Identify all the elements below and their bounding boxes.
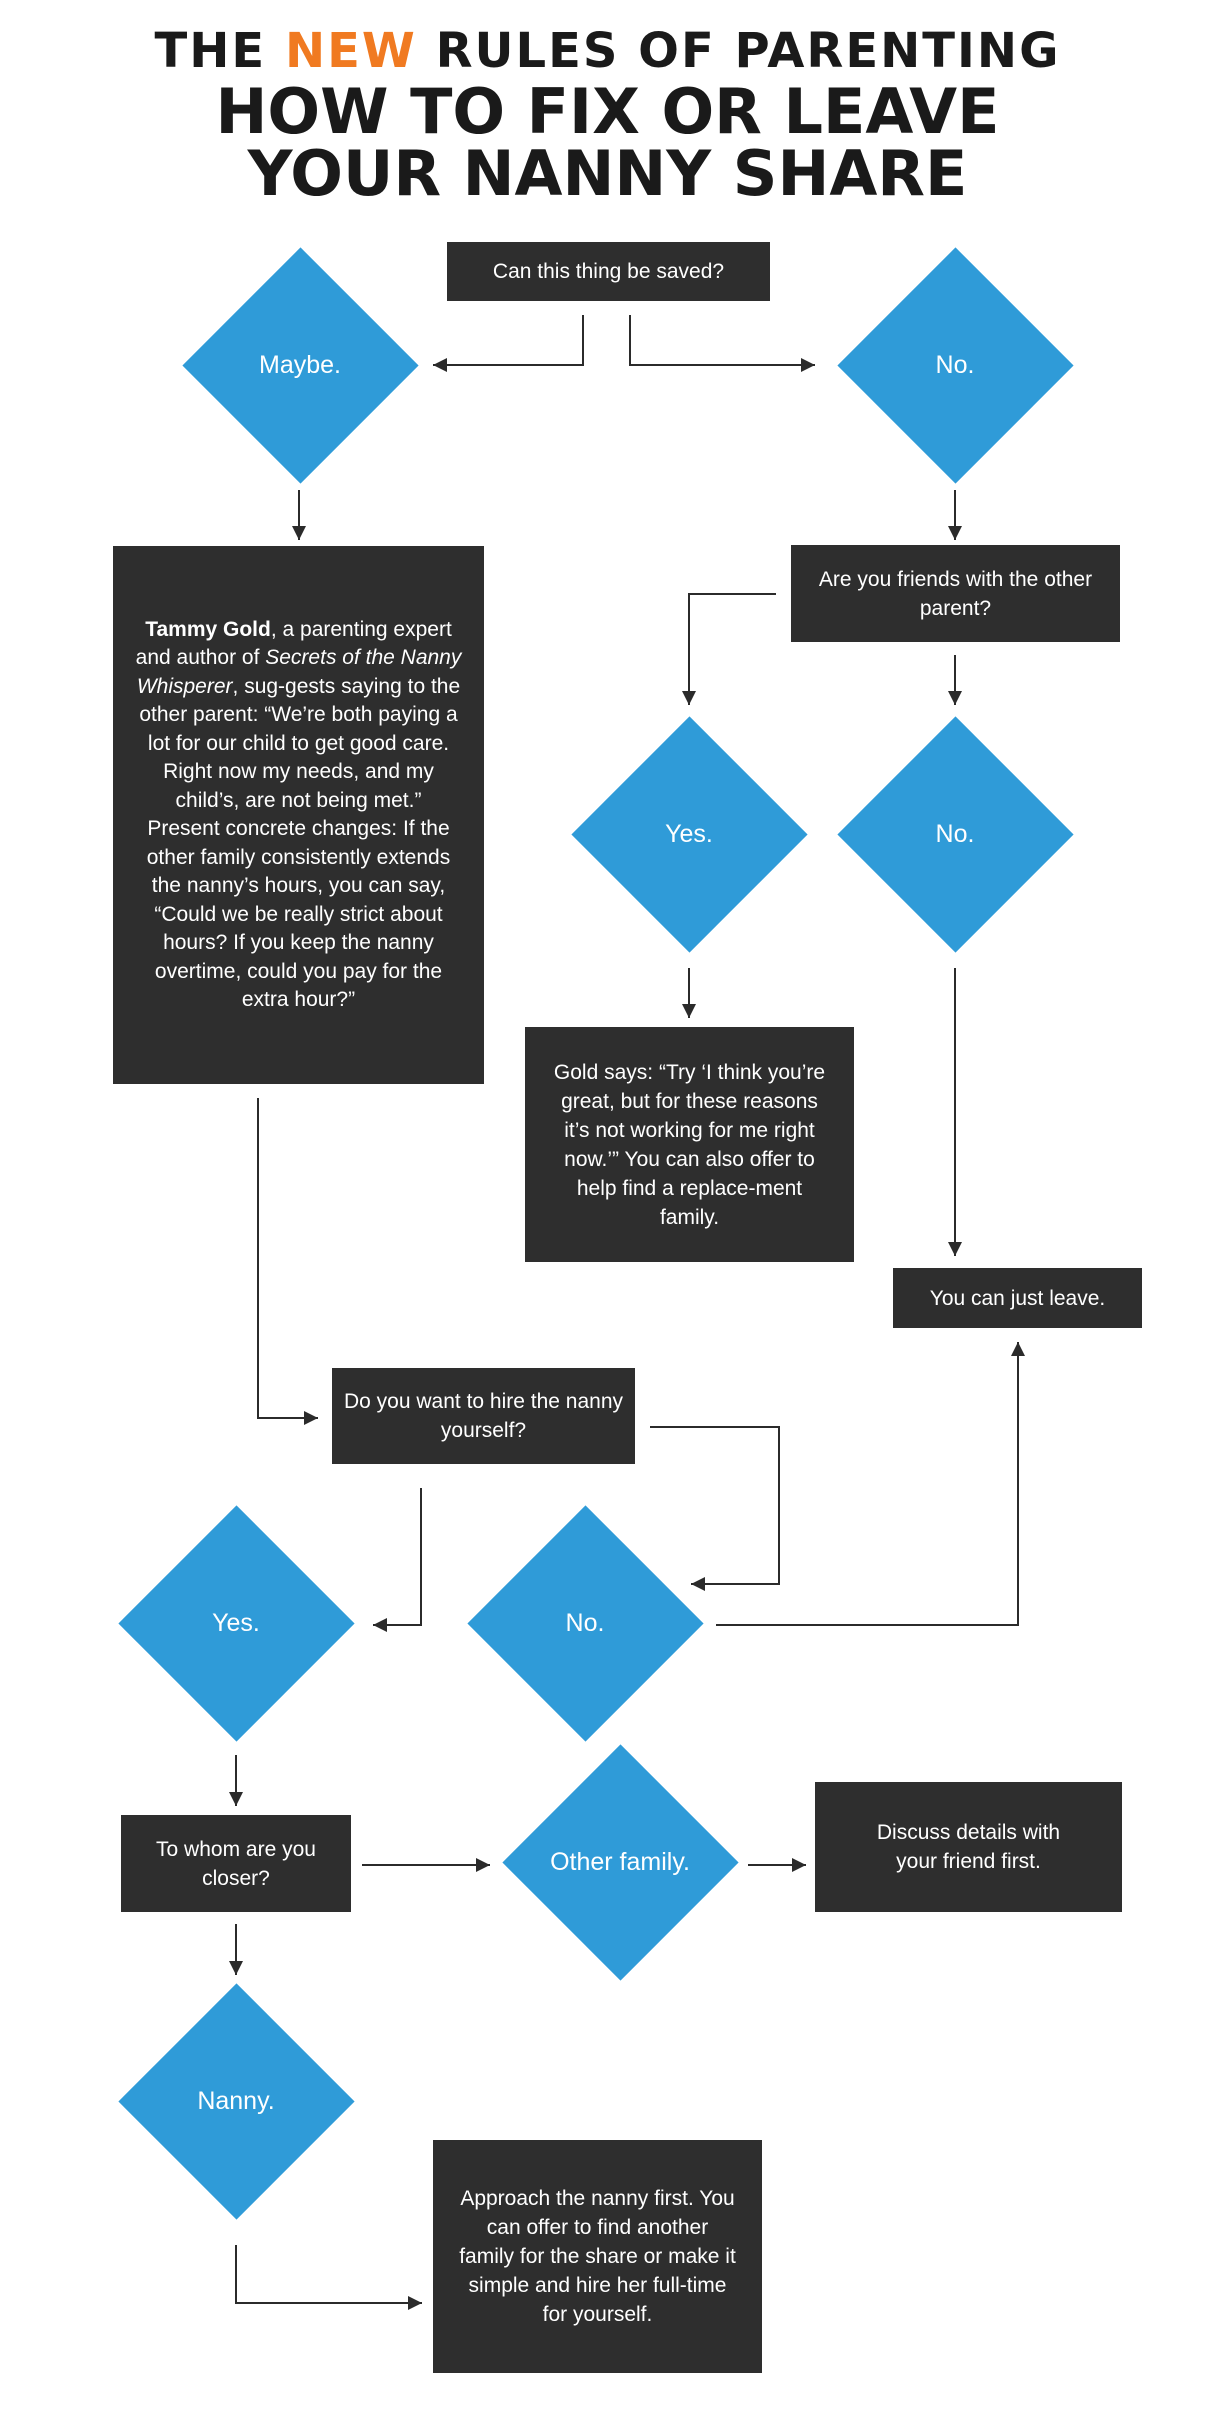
connector-closer-to-other <box>362 1858 490 1872</box>
connector-no-to-just-leave <box>948 968 962 1256</box>
closer-question-box: To whom are you closer? <box>121 1815 351 1912</box>
gold-says-text: Gold says: “Try ‘I think you’re great, b… <box>553 1060 826 1229</box>
friends-no-diamond: No. <box>836 715 1074 953</box>
no-saved-diamond: No. <box>836 246 1074 484</box>
kicker-title: THE NEW RULES OF PARENTING <box>0 20 1215 82</box>
approach-nanny-box: Approach the nanny first. You can offer … <box>433 2140 762 2373</box>
connector-yes-to-gold-says <box>682 968 696 1018</box>
page-title-line2: YOUR NANNY SHARE <box>247 137 968 210</box>
approach-nanny-text: Approach the nanny first. You can offer … <box>459 2187 736 2326</box>
arrowhead <box>408 2296 422 2310</box>
friends-no-label: No. <box>935 819 975 848</box>
arrowhead <box>792 1858 806 1872</box>
maybe-diamond: Maybe. <box>181 246 419 484</box>
arrowhead <box>682 1004 696 1018</box>
gold-book-title: Secrets of the Nanny Whisperer <box>136 646 462 698</box>
gold-advice-box: Tammy Gold, a parenting expert and autho… <box>113 546 484 1084</box>
arrowhead <box>1011 1342 1025 1356</box>
friends-question-box: Are you friends with the other parent? <box>791 545 1120 642</box>
arrowhead <box>682 691 696 705</box>
connector-yes-to-closer <box>229 1755 243 1806</box>
maybe-label: Maybe. <box>259 350 341 379</box>
connector-start-to-no <box>629 315 815 372</box>
arrowhead <box>948 526 962 540</box>
nanny-diamond: Nanny. <box>117 1982 355 2220</box>
gold-advice-changes: Present concrete changes: If the other f… <box>146 817 451 1011</box>
kicker-accent: NEW <box>284 23 417 79</box>
connector-start-to-maybe <box>433 315 584 372</box>
friends-question-text: Are you friends with the other parent? <box>818 567 1093 620</box>
hire-yes-label: Yes. <box>212 1608 260 1637</box>
arrowhead <box>476 1858 490 1872</box>
other-family-label: Other family. <box>550 1847 690 1876</box>
connector-no-to-friends <box>948 490 962 540</box>
connector-hire-to-yes <box>373 1488 422 1632</box>
arrowhead <box>229 1961 243 1975</box>
arrowhead <box>292 526 306 540</box>
arrowhead <box>948 1242 962 1256</box>
hire-no-diamond: No. <box>466 1504 704 1742</box>
gold-advice-line2: , sug-gests saying to the other parent: … <box>139 674 461 812</box>
gold-name: Tammy Gold <box>145 617 271 641</box>
nanny-label: Nanny. <box>197 2086 275 2115</box>
closer-question-text: To whom are you closer? <box>156 1837 316 1890</box>
gold-says-box: Gold says: “Try ‘I think you’re great, b… <box>525 1027 854 1262</box>
arrowhead <box>373 1618 387 1632</box>
connector-other-to-discuss <box>748 1858 806 1872</box>
kicker-part2: RULES OF PARENTING <box>435 23 1061 79</box>
discuss-friend-box: Discuss details with your friend first. <box>815 1782 1122 1912</box>
just-leave-text: You can just leave. <box>929 1286 1106 1310</box>
hire-no-label: No. <box>565 1608 605 1637</box>
connector-hire-to-no <box>650 1426 780 1591</box>
connector-friends-to-no <box>948 655 962 705</box>
hire-question-text: Do you want to hire the nanny yourself? <box>344 1390 624 1442</box>
arrowhead <box>433 358 447 372</box>
connector-closer-to-nanny <box>229 1924 243 1975</box>
start-question-box: Can this thing be saved? <box>447 242 770 301</box>
connector-no-to-just-leave-up <box>716 1342 1025 1626</box>
arrowhead <box>691 1577 705 1591</box>
gold-advice-intro: Tammy Gold, a parenting expert and autho… <box>135 616 462 816</box>
just-leave-box: You can just leave. <box>893 1268 1142 1328</box>
connector-friends-to-yes <box>682 593 776 705</box>
start-question-text: Can this thing be saved? <box>492 260 725 283</box>
arrowhead <box>948 691 962 705</box>
hire-yes-diamond: Yes. <box>117 1504 355 1742</box>
other-family-diamond: Other family. <box>501 1743 739 1981</box>
arrowhead <box>801 358 815 372</box>
no-saved-label: No. <box>935 350 975 379</box>
connector-maybe-to-gold <box>292 490 306 540</box>
friends-yes-label: Yes. <box>665 819 713 848</box>
page-title-line1: HOW TO FIX OR LEAVE <box>215 75 1000 148</box>
friends-yes-diamond: Yes. <box>570 715 808 953</box>
arrowhead <box>304 1411 318 1425</box>
discuss-friend-text: Discuss details with your friend first. <box>876 1821 1061 1873</box>
kicker-part1: THE <box>154 23 267 79</box>
hire-question-box: Do you want to hire the nanny yourself? <box>332 1368 635 1464</box>
arrowhead <box>229 1792 243 1806</box>
connector-nanny-to-approach <box>235 2245 422 2310</box>
gold-advice-line1: , a parenting expert and author of <box>135 617 452 670</box>
connector-gold-to-hire <box>257 1098 318 1425</box>
